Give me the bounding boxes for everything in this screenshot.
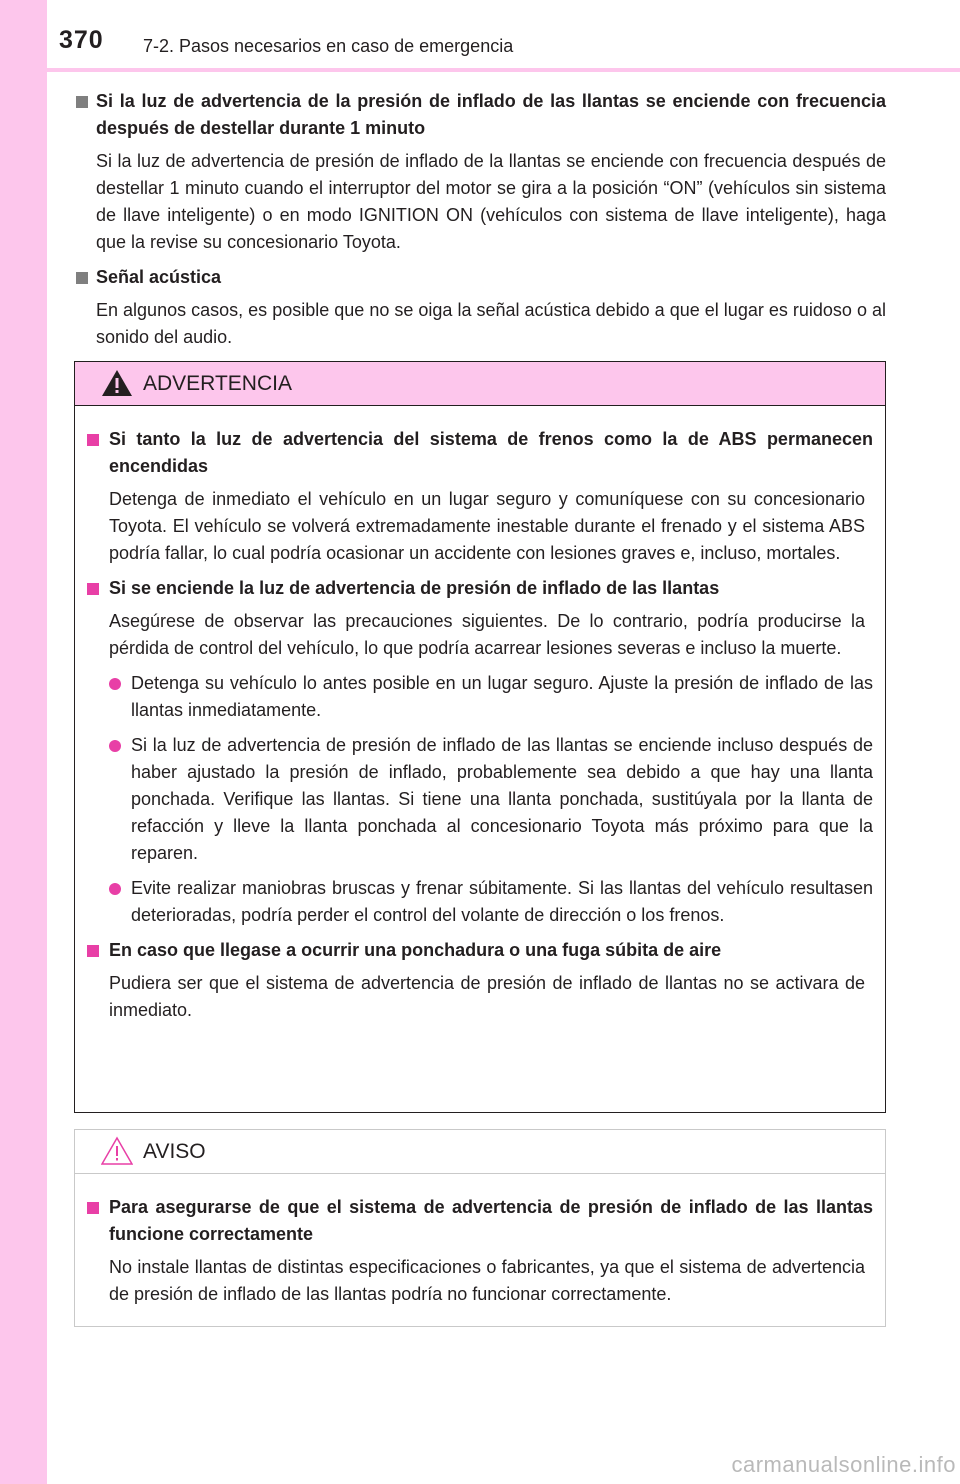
notice-box: AVISO Para asegurarse de que el sistema …: [74, 1129, 886, 1327]
notice-heading: Para asegurarse de que el sistema de adv…: [83, 1194, 873, 1248]
warning-bullet-1-text: Detenga su vehículo lo antes posible en …: [131, 673, 873, 720]
warning-bullet-3-text: Evite realizar maniobras bruscas y frena…: [131, 878, 873, 925]
notice-title: AVISO: [143, 1140, 206, 1163]
circle-bullet-icon: [109, 883, 121, 895]
square-bullet-icon: [76, 96, 88, 108]
side-color-band: [0, 0, 47, 1484]
intro-paragraph-1: Si la luz de advertencia de presión de i…: [96, 151, 886, 252]
intro-heading-1: Si la luz de advertencia de la presión d…: [74, 88, 886, 142]
page-number: 370: [59, 26, 104, 54]
intro-heading-2-text: Señal acústica: [96, 267, 222, 287]
warning-box: ADVERTENCIA Si tanto la luz de advertenc…: [74, 361, 886, 1113]
warning-title: ADVERTENCIA: [143, 372, 292, 395]
header-area: [47, 0, 960, 68]
warning-triangle-icon: [102, 370, 132, 396]
square-bullet-icon: [87, 583, 99, 595]
intro-heading-1-text: Si la luz de advertencia de la presión d…: [96, 91, 886, 138]
warning-paragraph-1: Detenga de inmediato el vehículo en un l…: [109, 489, 865, 563]
warning-paragraph-3: Pudiera ser que el sistema de advertenci…: [109, 973, 865, 1020]
watermark: carmanualsonline.info: [731, 1452, 956, 1477]
square-bullet-icon: [76, 272, 88, 284]
caution-triangle-icon: [101, 1136, 133, 1165]
intro-heading-2: Señal acústica: [74, 264, 886, 291]
warning-paragraph-2: Asegúrese de observar las precauciones s…: [109, 611, 865, 658]
warning-body: Si tanto la luz de advertencia del siste…: [75, 406, 885, 1036]
intro-paragraph-2: En algunos casos, es posible que no se o…: [96, 300, 886, 347]
circle-bullet-icon: [109, 678, 121, 690]
warning-bullet-2-text: Si la luz de advertencia de presión de i…: [131, 735, 873, 863]
notice-heading-text: Para asegurarse de que el sistema de adv…: [109, 1197, 873, 1244]
warning-heading-2: Si se enciende la luz de advertencia de …: [83, 575, 873, 602]
warning-heading-3-text: En caso que llegase a ocurrir una poncha…: [109, 940, 722, 960]
section-title: 7-2. Pasos necesarios en caso de emergen…: [143, 36, 514, 56]
notice-paragraph: No instale llantas de distintas especifi…: [109, 1257, 865, 1304]
notice-box-header: AVISO: [75, 1130, 885, 1174]
warning-box-header: ADVERTENCIA: [75, 362, 885, 406]
warning-bullet-2: Si la luz de advertencia de presión de i…: [83, 732, 873, 867]
square-bullet-icon: [87, 945, 99, 957]
warning-heading-1-text: Si tanto la luz de advertencia del siste…: [109, 429, 873, 476]
warning-heading-2-text: Si se enciende la luz de advertencia de …: [109, 578, 720, 598]
warning-heading-3: En caso que llegase a ocurrir una poncha…: [83, 937, 873, 964]
notice-body: Para asegurarse de que el sistema de adv…: [75, 1174, 885, 1320]
square-bullet-icon: [87, 434, 99, 446]
warning-heading-1: Si tanto la luz de advertencia del siste…: [83, 426, 873, 480]
square-bullet-icon: [87, 1202, 99, 1214]
circle-bullet-icon: [109, 740, 121, 752]
warning-bullet-1: Detenga su vehículo lo antes posible en …: [83, 670, 873, 724]
warning-bullet-3: Evite realizar maniobras bruscas y frena…: [83, 875, 873, 929]
intro-content: Si la luz de advertencia de la presión d…: [74, 88, 886, 351]
